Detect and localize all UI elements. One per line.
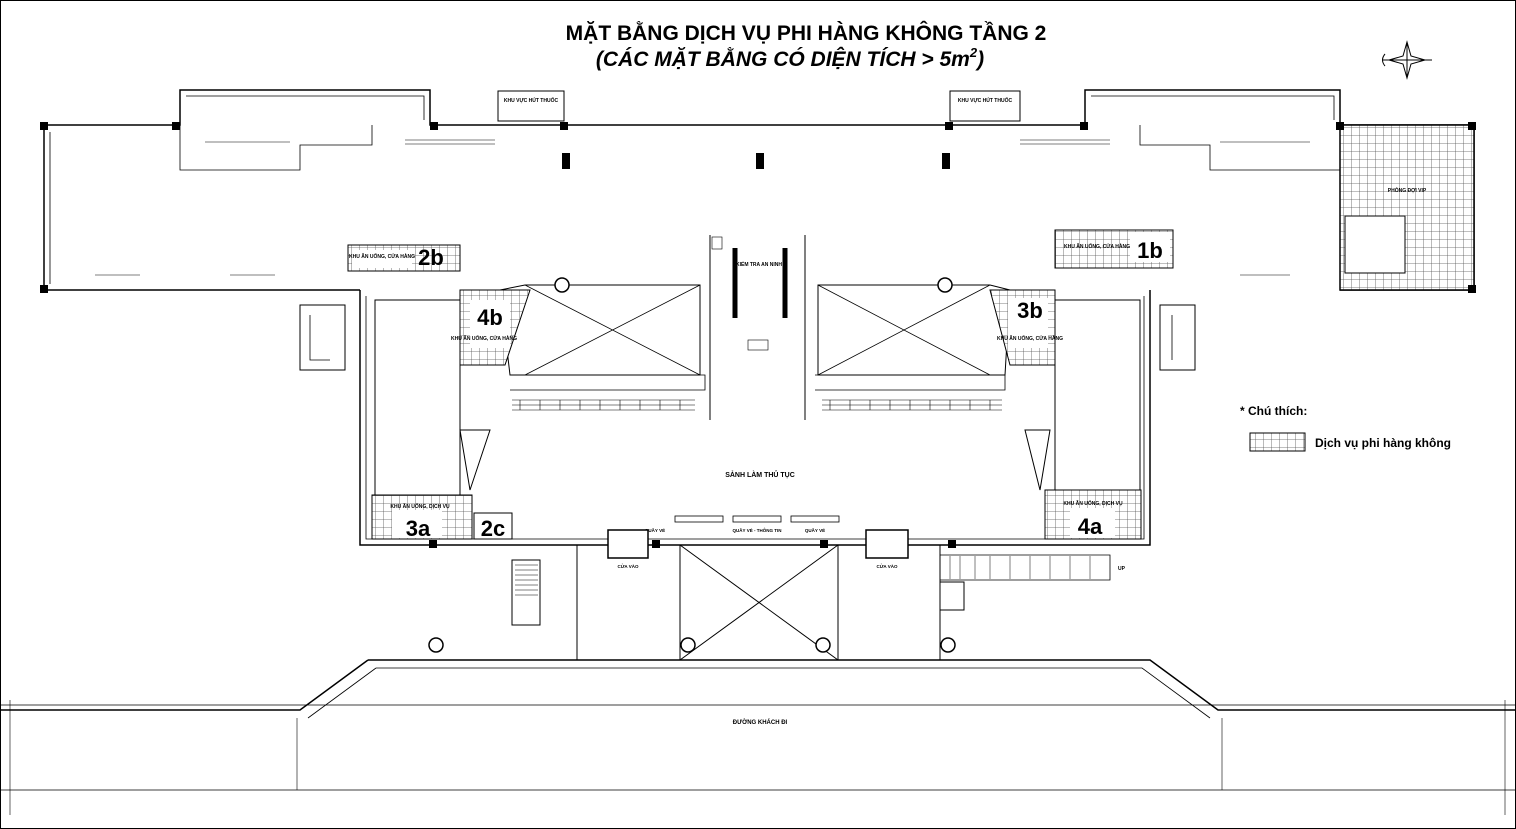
plan-subtitle: (CÁC MẶT BẰNG CÓ DIỆN TÍCH > 5m2)	[596, 45, 984, 71]
passenger-path-label: ĐƯỜNG KHÁCH ĐI	[733, 718, 788, 726]
north-arrow-icon	[1382, 40, 1432, 80]
zone-2c: 2c	[473, 512, 513, 541]
svg-text:4a: 4a	[1078, 514, 1103, 539]
zone-4a: KHU ĂN UỐNG, DỊCH VỤ 4a	[1044, 489, 1142, 540]
zone-1b: KHU ĂN UỐNG, CỬA HÀNG 1b	[1054, 229, 1174, 269]
svg-text:KHU ĂN UỐNG, DỊCH VỤ: KHU ĂN UỐNG, DỊCH VỤ	[390, 503, 450, 510]
svg-text:KHU ĂN UỐNG, CỬA HÀNG: KHU ĂN UỐNG, CỬA HÀNG	[997, 335, 1063, 342]
svg-text:2b: 2b	[418, 245, 444, 270]
security-check-label: KIỂM TRA AN NINH	[736, 261, 782, 268]
legend: * Chú thích: Dịch vụ phi hàng không	[1240, 404, 1451, 452]
zone-3a: KHU ĂN UỐNG, DỊCH VỤ 3a	[371, 494, 473, 541]
entrance-left-label: CỬA VÀO	[617, 563, 639, 569]
svg-text:4b: 4b	[477, 305, 503, 330]
zone-3b: 3b KHU ĂN UỐNG, CỬA HÀNG	[989, 289, 1063, 366]
entrance-right-label: CỬA VÀO	[876, 563, 898, 569]
svg-text:2c: 2c	[481, 516, 505, 541]
svg-text:KHU ĂN UỐNG, CỬA HÀNG: KHU ĂN UỐNG, CỬA HÀNG	[349, 253, 415, 260]
plan-title: MẶT BẰNG DỊCH VỤ PHI HÀNG KHÔNG TẦNG 2	[566, 21, 1047, 45]
legend-swatch	[1249, 432, 1306, 452]
upper-concourse	[43, 89, 1475, 291]
smoking-area-left-label: KHU VỰC HÚT THUỐC	[504, 97, 559, 104]
ticket-counter-2-label: QUẦY VÉ	[805, 526, 825, 533]
legend-item: Dịch vụ phi hàng không	[1315, 436, 1451, 450]
vip-lounge-label: PHÒNG ĐỢI VIP	[1388, 186, 1427, 194]
stair-up-label: UP	[1118, 566, 1126, 572]
svg-text:KHU ĂN UỐNG, CỬA HÀNG: KHU ĂN UỐNG, CỬA HÀNG	[451, 335, 517, 342]
svg-text:1b: 1b	[1137, 238, 1163, 263]
ticket-counter-1-label: QUẦY VÉ	[645, 526, 665, 533]
zone-4b: 4b KHU ĂN UỐNG, CỬA HÀNG	[451, 289, 531, 366]
svg-text:KHU ĂN UỐNG, CỬA HÀNG: KHU ĂN UỐNG, CỬA HÀNG	[1064, 243, 1130, 250]
svg-text:KHU ĂN UỐNG, DỊCH VỤ: KHU ĂN UỐNG, DỊCH VỤ	[1063, 500, 1123, 507]
passenger-road	[0, 659, 1516, 815]
ticket-info-counter-label: QUẦY VÉ - THÔNG TIN	[733, 526, 782, 533]
legend-heading: * Chú thích:	[1240, 404, 1307, 418]
svg-text:3a: 3a	[406, 516, 431, 541]
smoking-area-right-label: KHU VỰC HÚT THUỐC	[958, 97, 1013, 104]
svg-text:3b: 3b	[1017, 298, 1043, 323]
zone-2b: KHU ĂN UỐNG, CỬA HÀNG 2b	[347, 244, 461, 272]
checkin-hall-label: SẢNH LÀM THỦ TỤC	[725, 470, 795, 479]
checkin-building	[299, 235, 1196, 546]
